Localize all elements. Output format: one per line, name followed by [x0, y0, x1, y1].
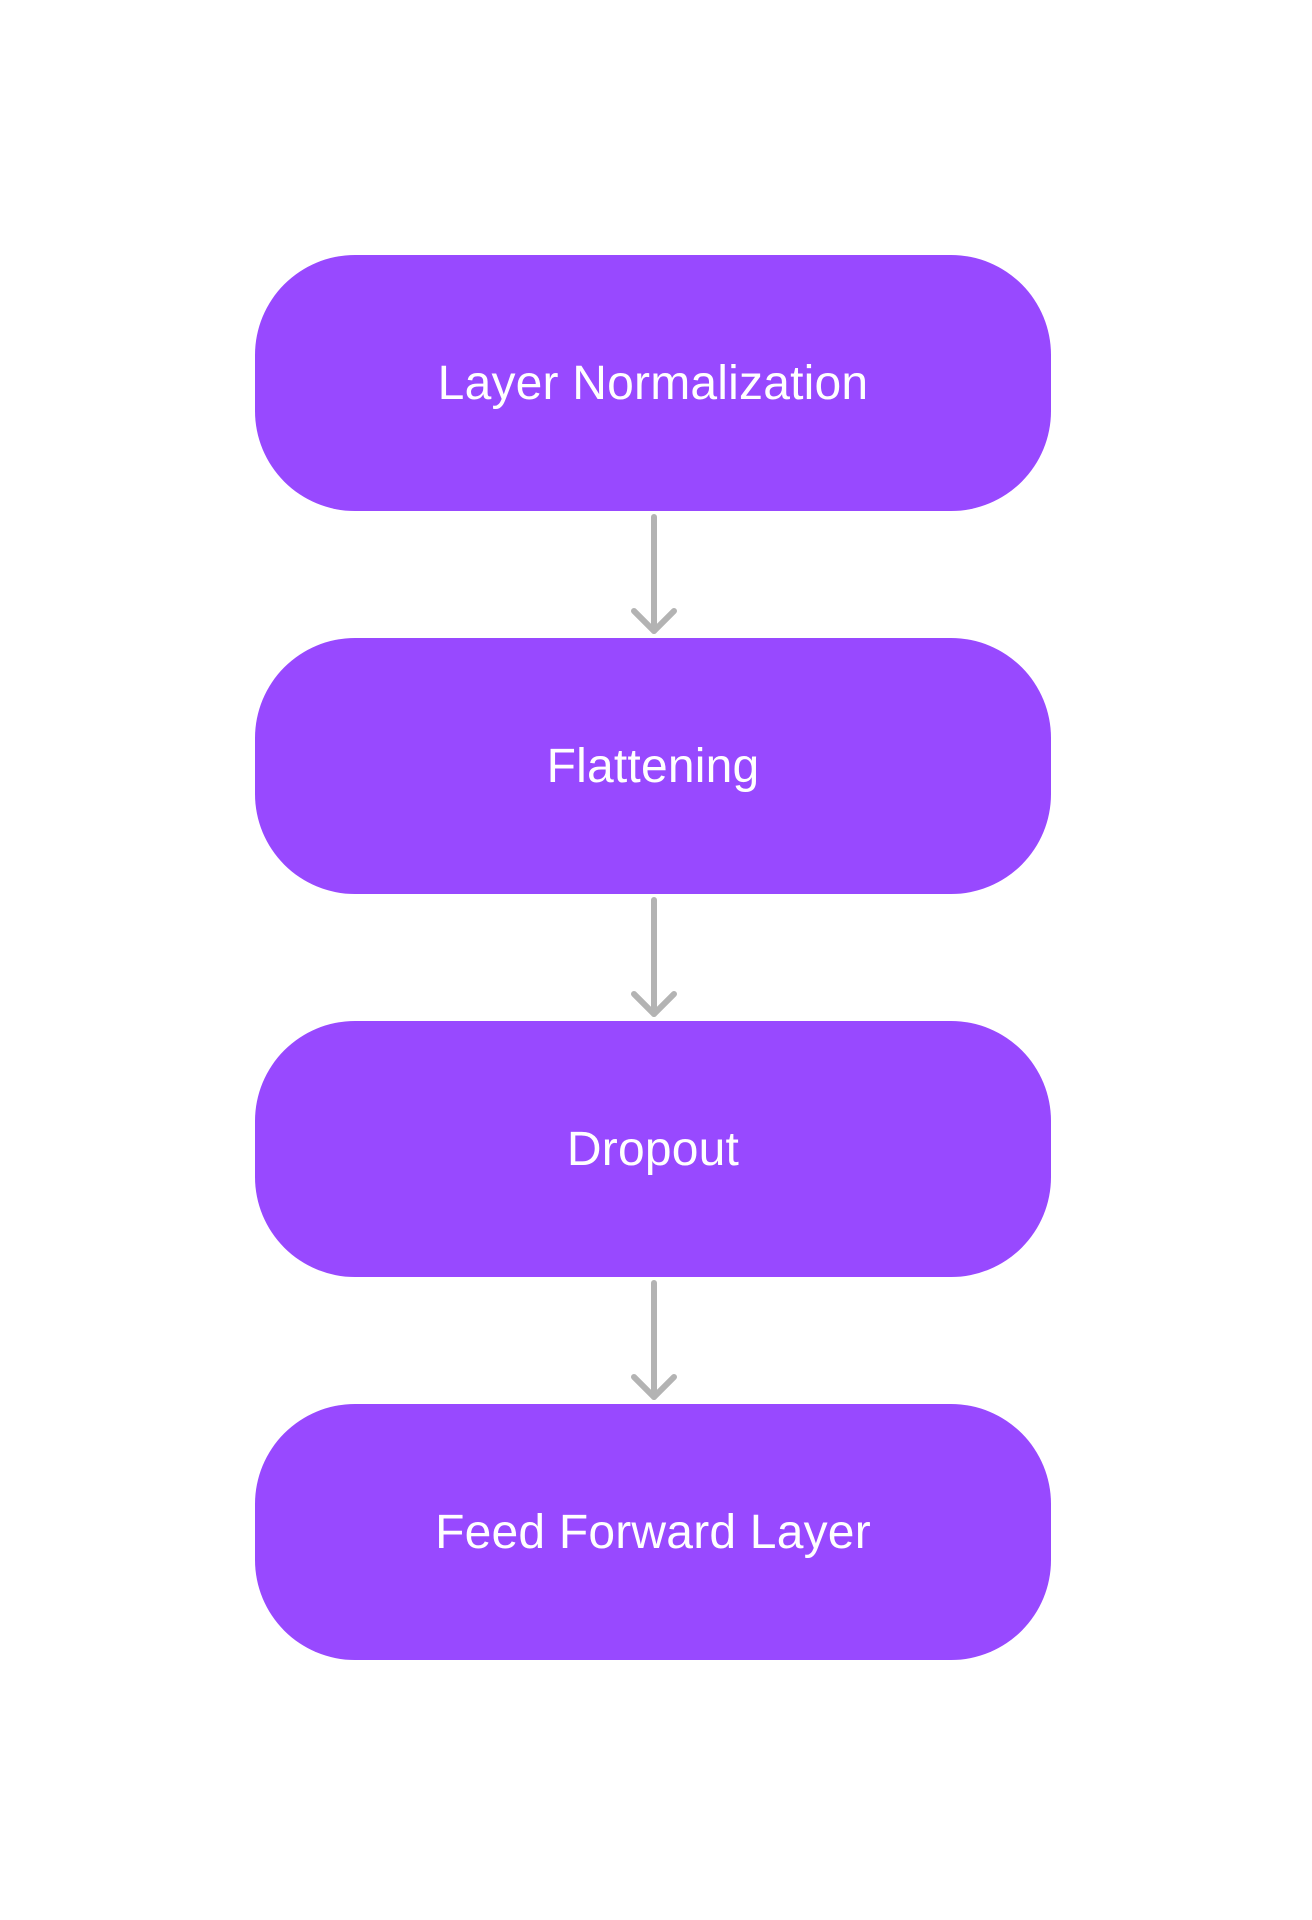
arrow-down-icon	[631, 1280, 677, 1400]
node-label: Dropout	[566, 1122, 740, 1176]
node-feed-forward-layer: Feed Forward Layer	[255, 1404, 1051, 1660]
arrow-down-icon	[631, 897, 677, 1017]
node-label: Feed Forward Layer	[435, 1505, 871, 1559]
node-dropout: Dropout	[255, 1021, 1051, 1277]
node-label: Layer Normalization	[437, 356, 869, 410]
node-layer-normalization: Layer Normalization	[255, 255, 1051, 511]
node-label: Flattening	[546, 739, 760, 793]
node-flattening: Flattening	[255, 638, 1051, 894]
arrow-down-icon	[631, 514, 677, 634]
